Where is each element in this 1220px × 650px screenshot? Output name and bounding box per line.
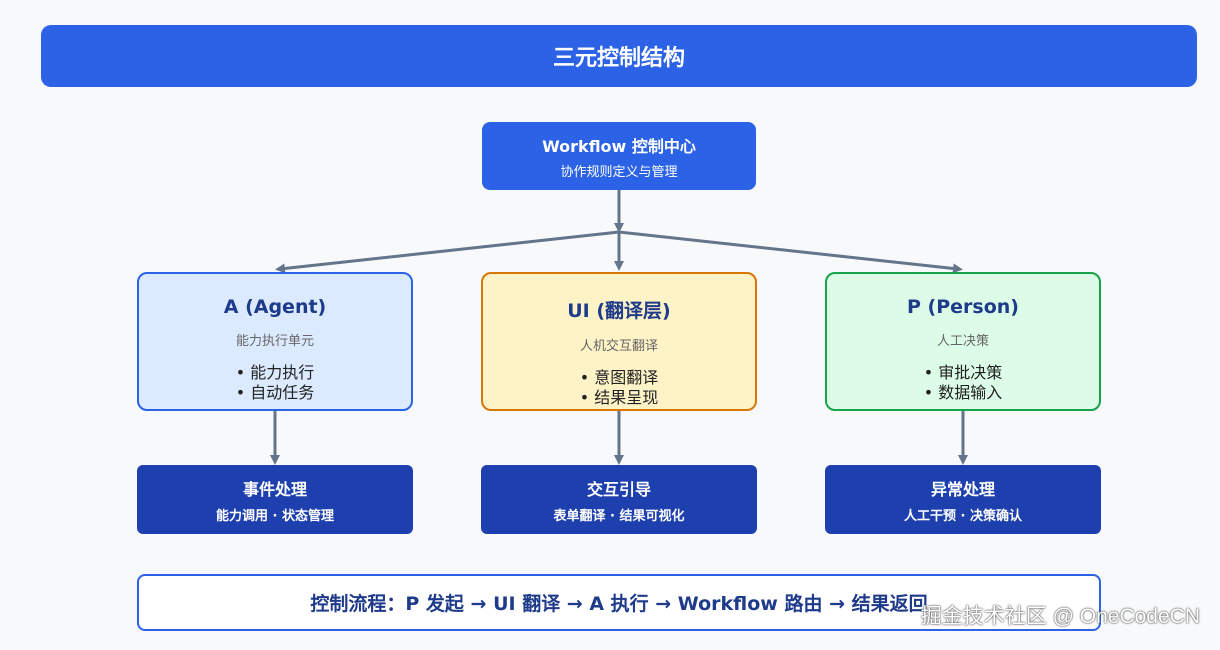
event-handling-subtitle: 能力调用 · 状态管理 [216, 508, 334, 524]
role-agent-item: 能力执行 [236, 363, 314, 383]
exception-handling-subtitle: 人工干预 · 决策确认 [904, 508, 1022, 524]
interaction-guide-title: 交互引导 [586, 479, 651, 499]
workflow-title: Workflow 控制中心 [542, 136, 696, 156]
event-handling-title: 事件处理 [242, 479, 307, 499]
arrow-to-person [618, 230, 963, 274]
interaction-guide-subtitle: 表单翻译 · 结果可视化 [553, 508, 685, 524]
workflow-control-center: Workflow 控制中心 协作规则定义与管理 [482, 122, 756, 190]
event-handling-box: 事件处理 能力调用 · 状态管理 [137, 465, 413, 534]
role-ui-item: 意图翻译 [580, 368, 658, 388]
role-agent-title: A (Agent) [223, 296, 327, 318]
diagram-title: 三元控制结构 [41, 25, 1197, 87]
role-ui-list: 意图翻译 结果呈现 [580, 368, 658, 408]
role-person-box: P (Person) 人工决策 审批决策 数据输入 [825, 272, 1101, 411]
role-person-item: 审批决策 [924, 363, 1002, 383]
interaction-guide-box: 交互引导 表单翻译 · 结果可视化 [481, 465, 757, 534]
watermark: 掘金技术社区 @ OneCodeCN [920, 605, 1200, 628]
arrow-to-agent [275, 230, 620, 274]
role-agent-subtitle: 能力执行单元 [235, 334, 314, 349]
role-person-list: 审批决策 数据输入 [924, 363, 1002, 403]
role-ui-subtitle: 人机交互翻译 [579, 339, 658, 354]
workflow-subtitle: 协作规则定义与管理 [560, 164, 678, 180]
role-ui-title: UI (翻译层) [567, 300, 671, 322]
control-flow-banner: 控制流程：P 发起 → UI 翻译 → A 执行 → Workflow 路由 →… [137, 574, 1101, 631]
role-agent-box: A (Agent) 能力执行单元 能力执行 自动任务 [137, 272, 413, 411]
role-agent-item: 自动任务 [236, 383, 314, 403]
role-ui-box: UI (翻译层) 人机交互翻译 意图翻译 结果呈现 [481, 272, 757, 411]
role-ui-item: 结果呈现 [580, 388, 658, 408]
exception-handling-box: 异常处理 人工干预 · 决策确认 [825, 465, 1101, 534]
role-person-item: 数据输入 [924, 383, 1002, 403]
role-agent-list: 能力执行 自动任务 [236, 363, 314, 403]
role-person-subtitle: 人工决策 [936, 334, 989, 349]
role-person-title: P (Person) [907, 296, 1019, 318]
exception-handling-title: 异常处理 [930, 479, 995, 499]
